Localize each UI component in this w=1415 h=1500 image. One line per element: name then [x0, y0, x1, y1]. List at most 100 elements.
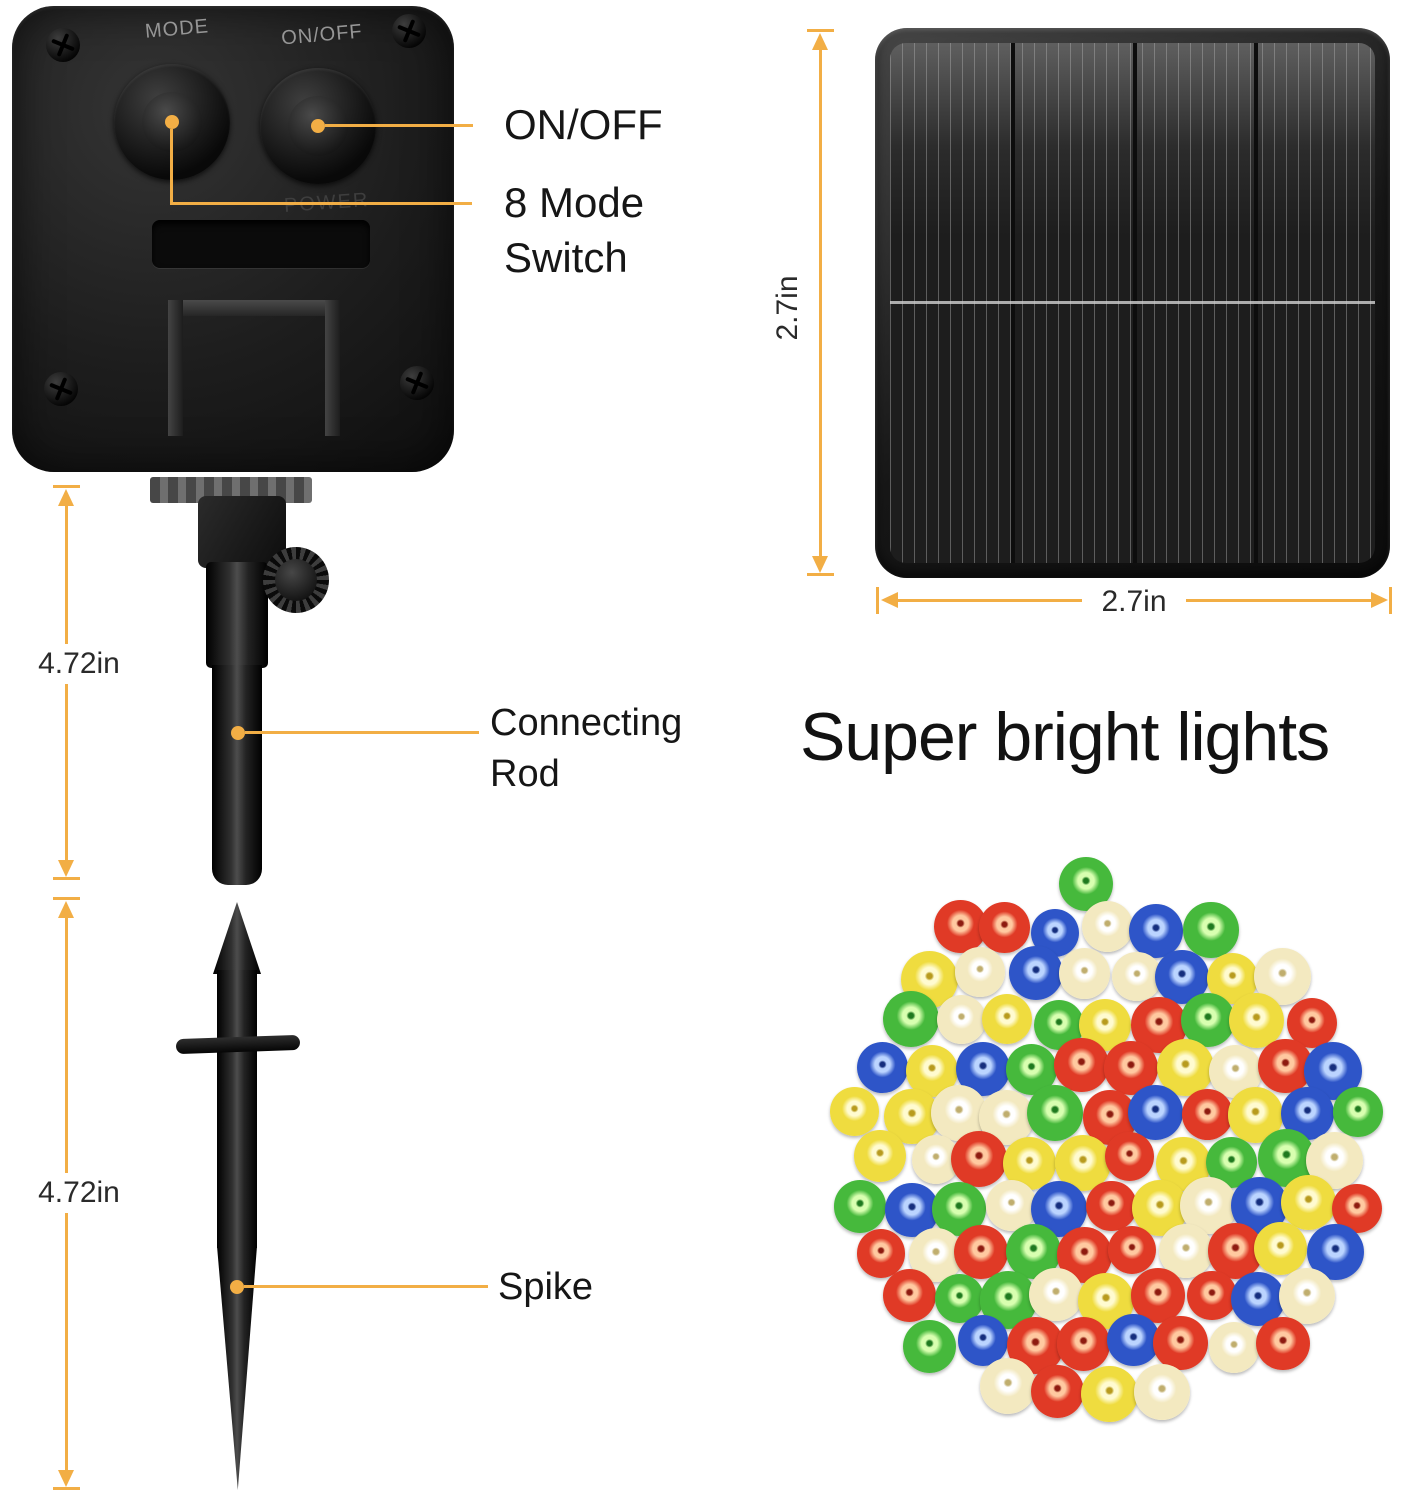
panel-height-dimension: 2.7in: [771, 275, 804, 341]
screw-icon: [44, 372, 78, 406]
led-bulb-warm-white: [985, 1179, 1037, 1231]
led-bulb-warm-white: [979, 1357, 1036, 1415]
panel-width-dimension: 2.7in: [1082, 582, 1186, 622]
dimension-tick: [53, 485, 80, 488]
led-bulb-red: [1056, 1316, 1111, 1371]
callout-line: [170, 202, 472, 205]
dimension-tick: [807, 29, 834, 32]
led-bulb-red: [934, 900, 987, 953]
led-bulb-red: [1187, 1271, 1237, 1321]
led-bulb-green: [902, 1320, 956, 1374]
arrow-right-icon: [1371, 592, 1388, 608]
arrow-down-icon: [58, 1470, 74, 1487]
callout-dot: [231, 726, 245, 740]
led-bulb-warm-white: [1059, 948, 1111, 999]
led-bulb-red: [1130, 1268, 1186, 1323]
led-bulb-yellow: [982, 994, 1033, 1045]
dimension-line: [819, 46, 822, 560]
dimension-tick: [1389, 587, 1392, 614]
led-bulb-warm-white: [1112, 951, 1162, 1002]
rod-length-dimension: 4.72in: [24, 644, 134, 684]
led-bulb-green: [883, 990, 940, 1047]
connecting-rod-label: Connecting Rod: [490, 702, 683, 796]
led-bulb-blue: [1127, 1084, 1183, 1140]
thumbscrew-knob[interactable]: [263, 547, 329, 613]
hanging-clip-side: [325, 300, 340, 436]
led-bulb-green: [833, 1179, 887, 1233]
rod-upper-section: [206, 562, 268, 668]
led-bulb-warm-white: [955, 947, 1005, 997]
led-bulb-red: [1105, 1132, 1155, 1181]
led-bulb-red: [882, 1268, 937, 1323]
led-bulb-yellow: [1228, 992, 1284, 1048]
arrow-up-icon: [58, 901, 74, 918]
arrow-up-icon: [58, 489, 74, 506]
arrow-down-icon: [812, 556, 828, 573]
mode-knob-label: MODE: [144, 15, 210, 43]
led-bulb-red: [1153, 1315, 1208, 1371]
led-bulb-yellow: [853, 1129, 907, 1183]
led-bulb-red: [951, 1130, 1008, 1188]
led-bulb-red: [1256, 1316, 1310, 1371]
headline: Super bright lights: [800, 699, 1330, 775]
spike-shaft: [217, 970, 257, 1248]
led-bulb-red: [1107, 1225, 1156, 1275]
led-bulb-yellow: [1253, 1222, 1307, 1276]
led-bulb-warm-white: [1082, 900, 1134, 952]
spike-flange: [175, 1034, 301, 1055]
led-bulb-warm-white: [1208, 1321, 1260, 1373]
led-bulb-yellow: [830, 1087, 879, 1136]
callout-line: [245, 731, 479, 734]
led-bulb-red: [1031, 1364, 1085, 1419]
onoff-callout-label: ON/OFF: [504, 101, 663, 148]
arrow-left-icon: [881, 592, 898, 608]
led-bulb-green: [1027, 1084, 1084, 1142]
hanging-clip-side: [168, 300, 183, 436]
led-bulb-blue: [856, 1042, 908, 1093]
spike-label: Spike: [498, 1266, 594, 1308]
dimension-tick: [53, 897, 80, 900]
swivel-bracket: [198, 496, 286, 568]
led-bulb-blue: [957, 1315, 1009, 1366]
callout-dot: [230, 1280, 244, 1294]
led-bulb-red: [979, 902, 1030, 953]
led-bulb-blue: [885, 1183, 939, 1237]
led-bulb-warm-white: [1158, 1223, 1213, 1278]
led-bulb-red: [857, 1229, 906, 1278]
panel-busbar: [890, 301, 1375, 304]
dimension-tick: [53, 877, 80, 880]
callout-line: [244, 1285, 488, 1288]
led-bulb-blue: [1129, 904, 1183, 959]
led-bulb-yellow: [1280, 1174, 1336, 1230]
callout-dot: [165, 115, 179, 129]
dimension-tick: [53, 1487, 80, 1490]
led-bulb-warm-white: [1278, 1267, 1335, 1324]
controller-back-panel: MODE ON/OFF POWER: [12, 6, 454, 472]
led-bulb-yellow: [1081, 1365, 1138, 1423]
led-bulb-red: [953, 1224, 1009, 1279]
led-bulb-green: [1183, 902, 1239, 958]
connecting-rod: [212, 665, 262, 885]
led-cluster: [805, 850, 1405, 1450]
spike-length-dimension: 4.72in: [24, 1173, 134, 1213]
mode-switch-callout-label: 8 Mode Switch: [504, 179, 645, 281]
led-bulb-red: [1286, 997, 1337, 1048]
battery-cover: [152, 220, 370, 268]
led-bulb-blue: [1107, 1313, 1160, 1367]
callout-line: [325, 124, 473, 127]
dimension-tick: [807, 573, 834, 576]
screw-icon: [400, 366, 434, 400]
dimension-tick: [876, 587, 879, 614]
screw-icon: [46, 28, 80, 62]
led-bulb-red: [1054, 1037, 1109, 1093]
solar-cells: [890, 43, 1375, 563]
led-bulb-green: [1180, 992, 1235, 1047]
led-bulb-red: [1086, 1180, 1138, 1232]
screw-icon: [392, 14, 426, 48]
led-bulb-warm-white: [937, 994, 987, 1045]
hanging-clip: [168, 300, 340, 316]
led-bulb-warm-white: [1029, 1267, 1084, 1322]
arrow-up-icon: [812, 33, 828, 50]
arrow-down-icon: [58, 860, 74, 877]
